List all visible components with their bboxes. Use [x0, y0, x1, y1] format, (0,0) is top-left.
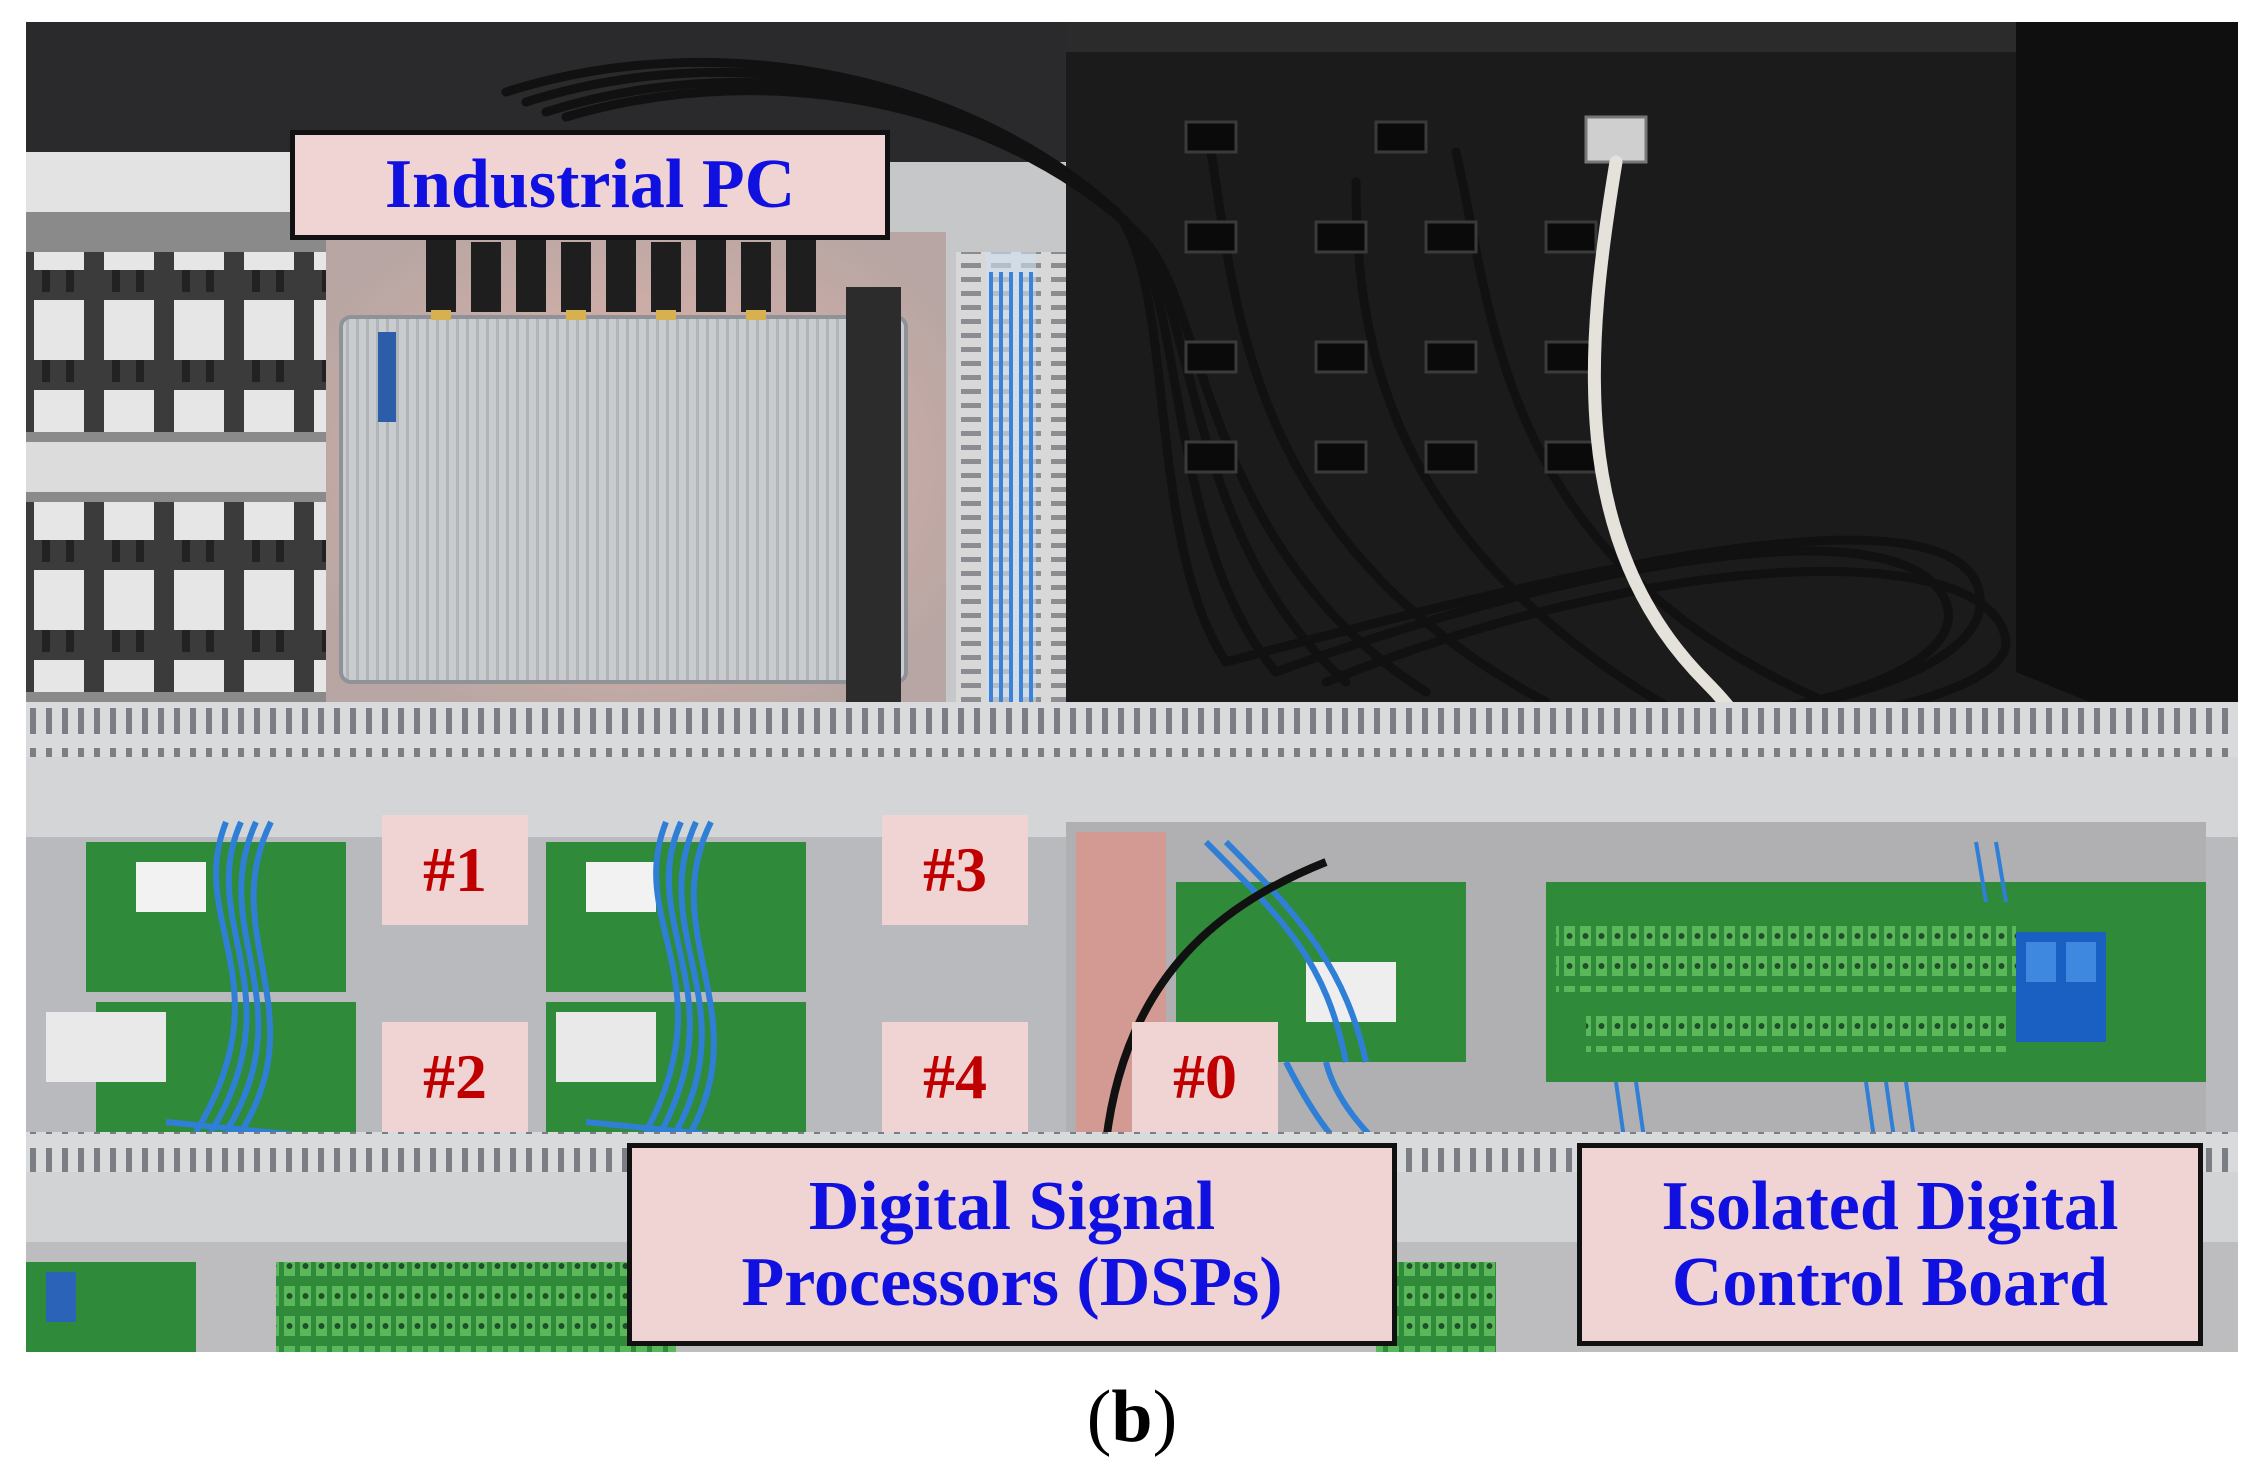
industrial-pc-label-text: Industrial PC — [384, 146, 796, 223]
dsp-1-tag: #1 — [382, 815, 528, 925]
caption-open-paren: ( — [1086, 1376, 1112, 1458]
dsp-label: Digital Signal Processors (DSPs) — [627, 1143, 1397, 1346]
dsp-0-tag-text: #0 — [1173, 1041, 1237, 1112]
isolated-board-label-line2: Control Board — [1671, 1243, 2109, 1321]
isolated-board-label: Isolated Digital Control Board — [1577, 1143, 2203, 1346]
dsp-label-line2: Processors (DSPs) — [741, 1243, 1283, 1321]
caption-letter: b — [1111, 1376, 1153, 1458]
dsp-4-tag: #4 — [882, 1022, 1028, 1132]
isolated-board-label-line1: Isolated Digital — [1661, 1167, 2119, 1245]
figure-caption: (b) — [0, 1375, 2264, 1460]
dsp-3-tag-text: #3 — [923, 834, 987, 905]
dsp-2-tag-text: #2 — [423, 1041, 487, 1112]
dsp-3-tag: #3 — [882, 815, 1028, 925]
dsp-2-tag: #2 — [382, 1022, 528, 1132]
dsp-label-line1: Digital Signal — [808, 1167, 1216, 1245]
industrial-pc-label: Industrial PC — [290, 130, 890, 240]
dsp-1-tag-text: #1 — [423, 834, 487, 905]
caption-close-paren: ) — [1152, 1376, 1178, 1458]
dsp-0-tag: #0 — [1132, 1022, 1278, 1132]
dsp-4-tag-text: #4 — [923, 1041, 987, 1112]
